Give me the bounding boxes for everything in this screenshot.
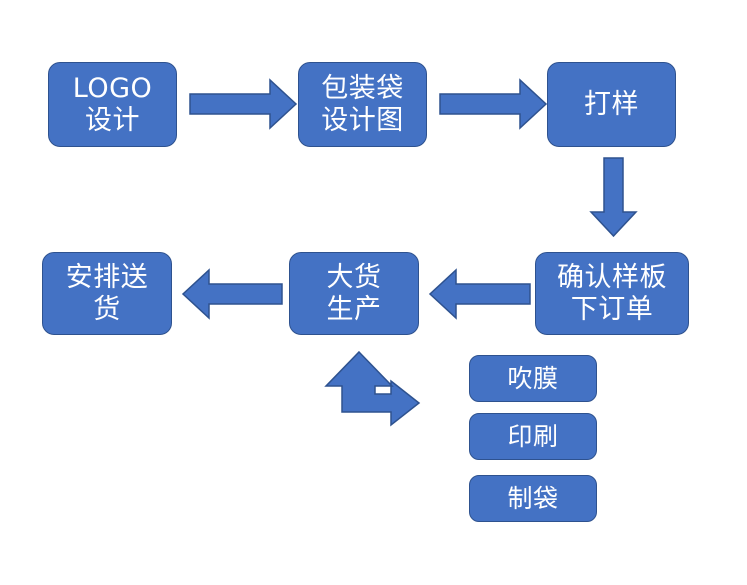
node-bag-making[interactable]: 制袋 <box>469 475 597 522</box>
node-blow-film[interactable]: 吹膜 <box>469 355 597 402</box>
arrow-proof-to-confirm <box>589 157 638 238</box>
arrow-substeps-to-massprod <box>324 350 421 427</box>
node-printing[interactable]: 印刷 <box>469 413 597 460</box>
node-bag-design-drawing[interactable]: 包装袋 设计图 <box>298 62 427 147</box>
node-proofing[interactable]: 打样 <box>547 62 676 147</box>
arrow-confirm-to-massprod <box>428 268 531 320</box>
node-mass-production[interactable]: 大货 生产 <box>289 252 419 335</box>
arrow-massprod-to-delivery <box>181 268 283 320</box>
arrow-logo-to-bag <box>189 78 298 130</box>
arrow-bag-to-proof <box>439 78 548 130</box>
node-confirm-sample-place-order[interactable]: 确认样板 下订单 <box>535 252 689 335</box>
node-logo-design[interactable]: LOGO 设计 <box>48 62 177 147</box>
node-arrange-delivery[interactable]: 安排送 货 <box>42 252 172 335</box>
